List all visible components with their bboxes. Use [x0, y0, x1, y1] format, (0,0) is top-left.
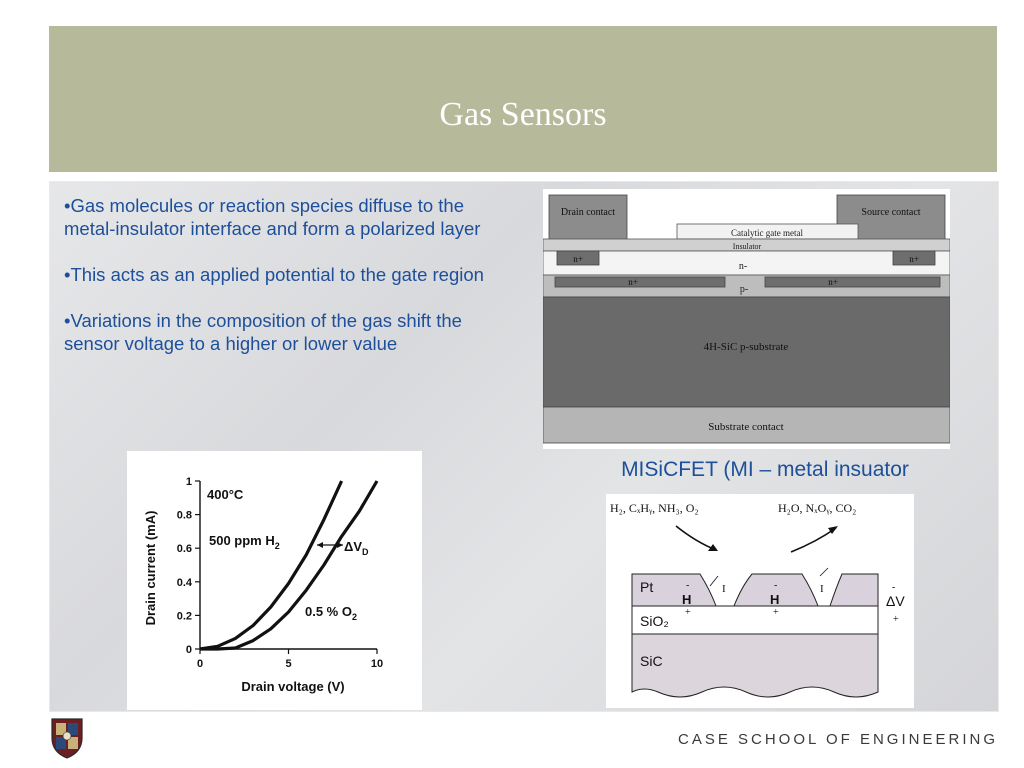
x-tick-label: 0: [197, 658, 203, 670]
charge-minus: -: [686, 580, 689, 591]
sio2-label: SiO₂: [640, 613, 669, 629]
x-tick-label: 10: [371, 658, 383, 670]
delta-v-minus: -: [892, 582, 895, 593]
slide-title: Gas Sensors: [439, 96, 607, 133]
hydrogen-label: H: [682, 592, 691, 607]
ion-label: I: [820, 583, 824, 595]
series-line-1: [199, 480, 344, 651]
p-minus-label: p-: [740, 284, 748, 295]
annotation-h2: 500 ppm H2: [209, 533, 280, 551]
substrate-contact: [543, 406, 950, 444]
n-plus-drain-well: [556, 250, 600, 266]
substrate-layer: [543, 296, 950, 408]
x-tick-label: 5: [285, 658, 291, 670]
bullet-item: •Variations in the composition of the ga…: [64, 310, 462, 354]
gate-metal-label: Catalytic gate metal: [731, 228, 803, 238]
x-axis-label: Drain voltage (V): [241, 679, 344, 694]
pt-label: Pt: [640, 579, 653, 595]
y-tick-label: 1: [186, 476, 192, 488]
annotation-o2: 0.5 % O2: [305, 604, 357, 622]
y-tick-label: 0.4: [177, 577, 193, 589]
figure-caption: MISiCFET (MI – metal insuator: [621, 458, 909, 481]
bullet-item: •Gas molecules or reaction species diffu…: [64, 195, 481, 239]
substrate-label: 4H-SiC p-substrate: [704, 341, 789, 353]
title-bar: Gas Sensors: [49, 26, 997, 172]
ion-label: I: [722, 583, 726, 595]
series-line-2: [200, 480, 379, 651]
dissociation-mark: [709, 575, 719, 587]
gas-in-arrow: [675, 525, 717, 551]
delta-arrow-head-right: [337, 542, 343, 548]
y-tick-label: 0.6: [177, 543, 192, 555]
gases-in-label: H₂, CₓHᵧ, NH₃, O₂: [610, 501, 699, 515]
gas-out-arrow: [790, 527, 837, 553]
annotation-temperature: 400°C: [207, 487, 244, 502]
gas-in-arrow-head: [708, 544, 718, 551]
sic-label: SiC: [640, 653, 663, 669]
pt-island-middle: [733, 573, 819, 607]
n-plus-buried-left: [554, 276, 726, 288]
gases-out-label: H₂O, NₓOᵧ, CO₂: [778, 501, 856, 515]
n-plus-label: n+: [573, 254, 583, 264]
n-plus-label: n+: [909, 254, 919, 264]
substrate-contact-label: Substrate contact: [708, 421, 783, 433]
pt-island-right: [829, 573, 879, 607]
sic-layer: [631, 633, 879, 698]
y-axis-label: Drain current (mA): [143, 511, 158, 626]
annotation-delta-vd: ΔVD: [344, 539, 369, 557]
charge-minus: -: [774, 580, 777, 591]
school-crest-logo: [49, 716, 85, 760]
n-plus-source-well: [892, 250, 936, 266]
delta-v-label: ΔV: [886, 593, 905, 609]
insulator-label: Insulator: [733, 242, 762, 251]
chart-series-group: [199, 480, 379, 651]
n-minus-label: n-: [739, 261, 747, 272]
device-cross-section-figure: Drain contact Source contact Catalytic g…: [543, 189, 950, 449]
charge-plus: +: [773, 607, 779, 618]
charge-plus: +: [685, 607, 691, 618]
bullet-list: •Gas molecules or reaction species diffu…: [64, 194, 516, 378]
drain-contact-label: Drain contact: [561, 207, 615, 218]
source-contact-label: Source contact: [861, 207, 920, 218]
hydrogen-label: H: [770, 592, 779, 607]
delta-v-plus: +: [893, 614, 899, 625]
pt-island-left: [631, 573, 717, 607]
bullet-item: •This acts as an applied potential to th…: [64, 264, 484, 285]
y-tick-label: 0: [186, 644, 192, 656]
mechanism-figure: H₂, CₓHᵧ, NH₃, O₂ H₂O, NₓOᵧ, CO₂ SiC SiO…: [606, 494, 914, 708]
sio2-layer: [631, 605, 879, 635]
y-tick-label: 0.8: [177, 510, 192, 522]
y-tick-label: 0.2: [177, 610, 192, 622]
n-plus-label: n+: [628, 277, 638, 287]
chart-axes: 0 5 10 0 0.2 0.4 0.6 0.8 1: [177, 476, 383, 670]
footer-school-name: CASE SCHOOL OF ENGINEERING: [678, 731, 998, 748]
dissociation-mark: [819, 567, 829, 577]
n-plus-label: n+: [828, 277, 838, 287]
n-plus-buried-right: [764, 276, 941, 288]
delta-arrow-head-left: [317, 542, 323, 548]
gas-out-arrow-head: [828, 526, 838, 534]
